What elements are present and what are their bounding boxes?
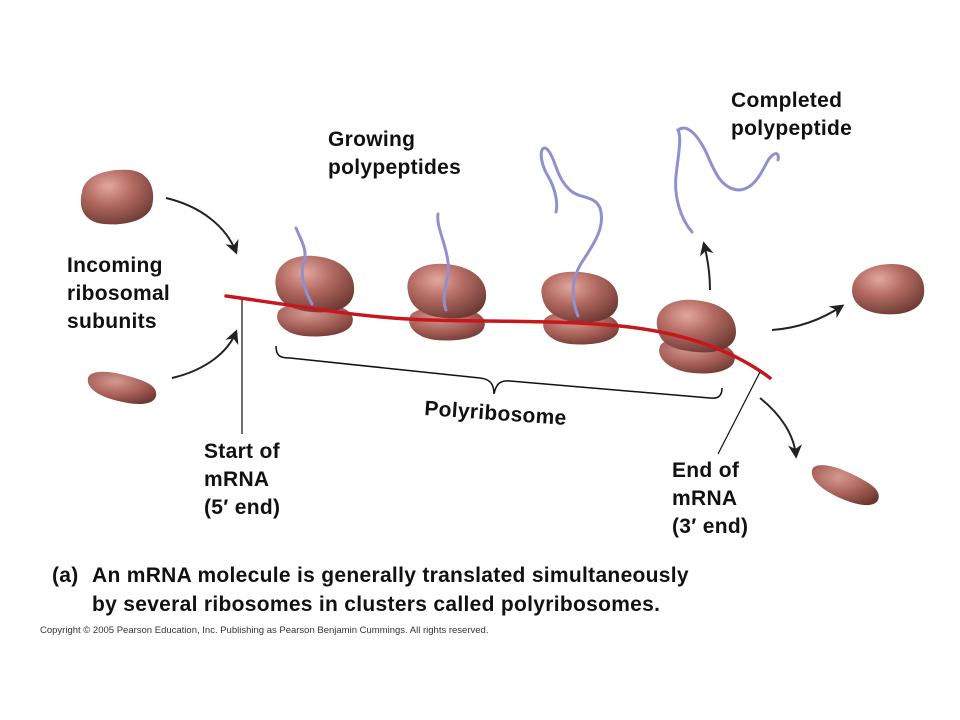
growing-polypeptide-2	[436, 212, 450, 312]
released-large-subunit	[852, 264, 925, 315]
bound-large-subunit-3	[541, 271, 619, 323]
incoming-small-subunit	[87, 371, 157, 404]
mrna-strand	[224, 294, 772, 380]
growing-polypeptide-1	[294, 226, 314, 306]
release-arrow-right	[771, 304, 845, 331]
growing-polypeptide-3	[539, 146, 603, 318]
mrna-start-label: Start of mRNA (5′ end)	[204, 440, 286, 519]
released-small-subunit	[811, 465, 879, 506]
polyribosome-label: Polyribosome	[424, 397, 568, 430]
mrna-end-label: End of mRNA (3′ end)	[672, 459, 748, 538]
bound-large-subunit-4	[656, 299, 736, 353]
caption-tag: (a)	[52, 564, 79, 587]
completed-polypeptide	[674, 126, 780, 234]
incoming-large-subunit	[80, 169, 154, 225]
incoming-subunits-label: Incoming ribosomal subunits	[67, 254, 176, 333]
bound-large-subunit-1	[275, 255, 355, 313]
caption-line-2: by several ribosomes in clusters called …	[92, 593, 660, 616]
caption-line-1: An mRNA molecule is generally translated…	[92, 564, 689, 587]
incoming-arrow-bottom	[171, 329, 239, 379]
release-arrow-up	[699, 241, 714, 291]
growing-polypeptides-label: Growing polypeptides	[328, 128, 461, 179]
release-arrow-down	[759, 397, 802, 459]
copyright-notice: Copyright © 2005 Pearson Education, Inc.…	[40, 625, 488, 636]
completed-polypeptide-label: Completed polypeptide	[731, 89, 852, 140]
end-pointer-line	[717, 371, 761, 455]
bound-large-subunit-2	[407, 263, 487, 319]
polyribosome-bracket	[275, 345, 723, 399]
incoming-arrow-top	[165, 197, 239, 255]
